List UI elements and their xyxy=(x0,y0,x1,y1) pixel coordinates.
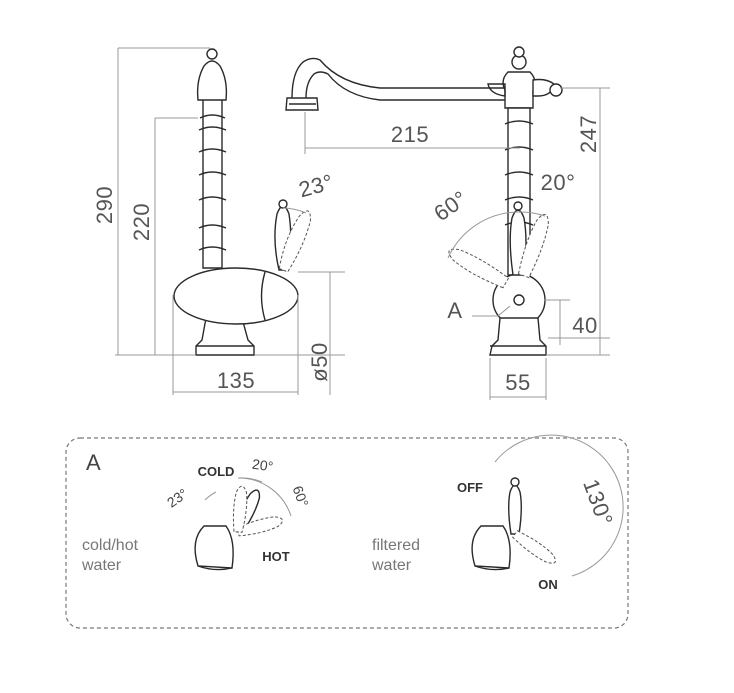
hot-label: HOT xyxy=(262,549,290,564)
filtered-lever xyxy=(508,484,522,535)
dim-body-height: 220 xyxy=(129,203,154,241)
dim-lever-tilt-left: 60° xyxy=(429,186,472,226)
dim-base-width: 135 xyxy=(217,368,255,393)
on-label: ON xyxy=(538,577,558,592)
front-view-base xyxy=(489,317,547,356)
cold-hot-detail: COLD HOT 20° 23° 60° cold/hot water xyxy=(81,456,312,574)
detail-marker-a: A xyxy=(447,298,462,323)
off-label: OFF xyxy=(457,480,483,495)
filtered-angle-sweep: 130° xyxy=(578,476,618,529)
filtered-caption-line2: water xyxy=(371,557,412,574)
cold-hot-angle-top: 20° xyxy=(251,456,274,475)
cold-hot-caption-line2: water xyxy=(81,557,122,574)
dim-base-depth: 55 xyxy=(505,370,530,395)
detail-a-frame xyxy=(65,437,629,629)
detail-a-title: A xyxy=(86,450,101,475)
detail-a-panel: A COLD HOT 20° 23° 60° cold/hot water xyxy=(65,434,629,629)
dim-spout-height: 247 xyxy=(576,115,601,153)
dim-lever-tilt-right: 20° xyxy=(541,170,576,195)
side-view: 290 220 135 ø50 23° xyxy=(92,47,345,395)
front-view: 215 247 60° 20° 40 55 A xyxy=(285,46,610,400)
cold-hot-caption-line1: cold/hot xyxy=(82,537,139,554)
filtered-detail: OFF ON 130° filtered water xyxy=(371,434,624,592)
dim-base-diameter: ø50 xyxy=(307,342,332,381)
side-view-body xyxy=(173,267,299,325)
dim-spout-reach: 215 xyxy=(391,122,429,147)
dim-total-height: 290 xyxy=(92,186,117,224)
cold-hot-angle-sweep: 60° xyxy=(290,484,312,509)
side-view-column xyxy=(202,96,223,269)
dim-lever-axis-height: 40 xyxy=(572,313,597,338)
front-view-spout xyxy=(291,57,505,99)
cold-hot-angle-side: 23° xyxy=(164,485,191,510)
cold-label: COLD xyxy=(198,464,235,479)
filtered-caption-line1: filtered xyxy=(372,537,420,554)
dim-lever-tilt-side: 23° xyxy=(296,169,336,202)
